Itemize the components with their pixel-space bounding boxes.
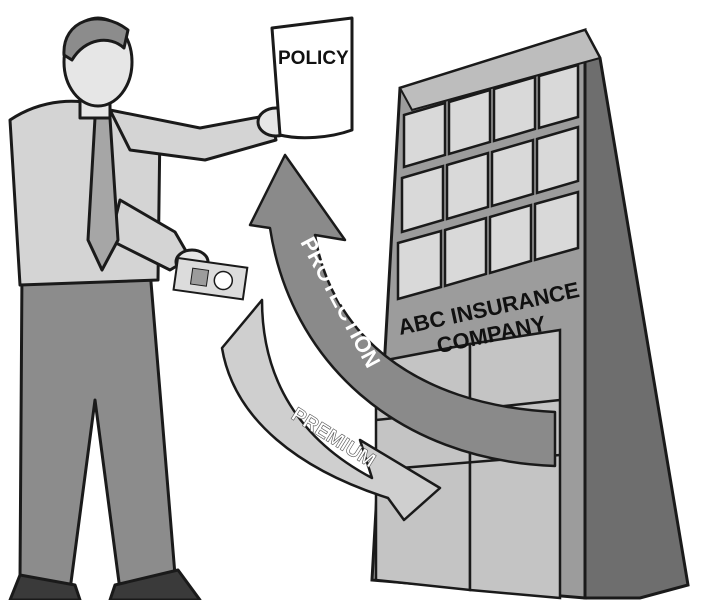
dollar-bill-seal — [213, 270, 234, 291]
window — [445, 151, 490, 221]
entrance-panel — [468, 328, 562, 600]
man-hair — [62, 17, 130, 62]
man-raised-arm — [108, 108, 278, 162]
window — [492, 75, 537, 143]
businessman — [8, 16, 296, 600]
policy-paper — [270, 16, 354, 140]
policy-label: POLICY — [278, 48, 349, 69]
man-trousers — [18, 268, 177, 592]
window — [402, 101, 447, 169]
window — [533, 190, 580, 262]
dollar-bill-note — [172, 256, 249, 301]
window — [447, 88, 492, 156]
window — [488, 203, 533, 275]
building-windows — [396, 63, 580, 301]
policy-document: POLICY — [270, 16, 354, 140]
insurance-building: ABC INSURANCE COMPANY — [370, 27, 690, 600]
window — [537, 63, 580, 130]
window — [443, 216, 488, 288]
man-shoe — [8, 573, 82, 600]
building-top — [398, 28, 602, 112]
building-side-face — [583, 29, 690, 600]
window — [396, 229, 443, 301]
window — [400, 164, 445, 234]
dollar-bill-portrait — [189, 267, 210, 287]
window — [535, 125, 580, 195]
window — [490, 138, 535, 208]
dollar-bill — [172, 256, 249, 301]
man-shoe — [108, 568, 202, 600]
